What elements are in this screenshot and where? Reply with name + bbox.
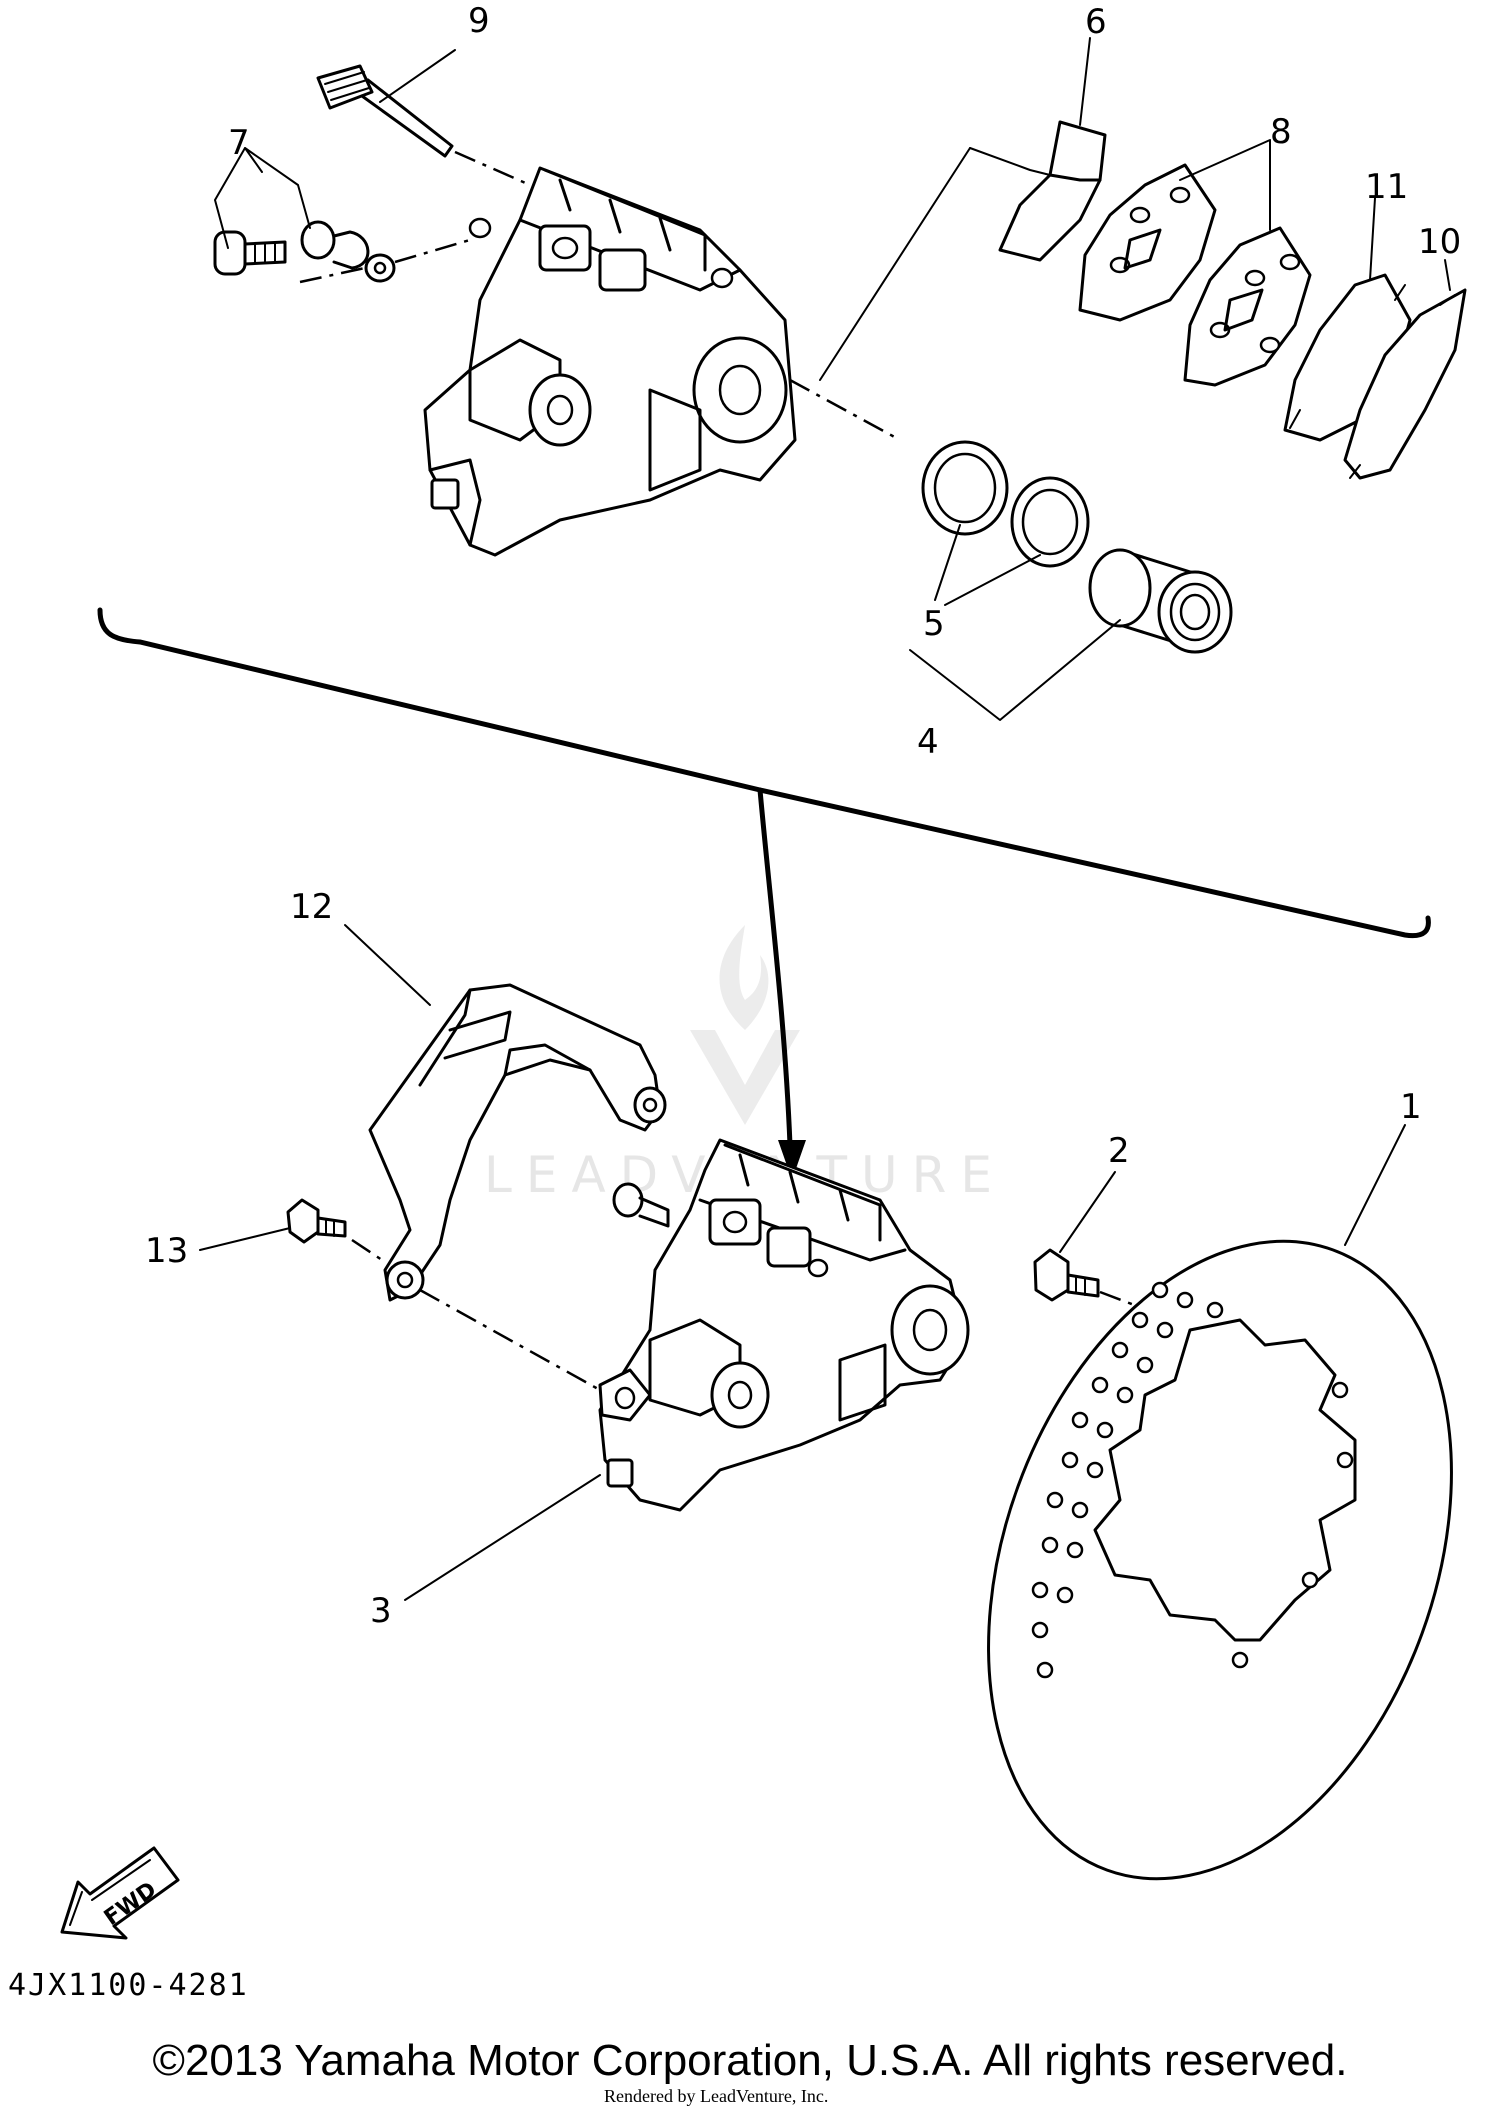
part-code: 4JX1100-4281 bbox=[8, 1968, 249, 2003]
callout-11: 11 bbox=[1365, 167, 1408, 207]
callout-8: 8 bbox=[1270, 112, 1292, 152]
piston bbox=[1088, 548, 1233, 654]
pad-shim-10 bbox=[1343, 288, 1467, 480]
upper-leader-lines bbox=[214, 37, 1451, 721]
forward-direction-arrow: FWD bbox=[60, 1846, 180, 1940]
watermark-flame-icon bbox=[719, 925, 769, 1030]
watermark-v-icon bbox=[690, 1030, 800, 1125]
callout-10: 10 bbox=[1418, 222, 1461, 262]
callout-5: 5 bbox=[923, 604, 945, 644]
copyright-notice: ©2013 Yamaha Motor Corporation, U.S.A. A… bbox=[152, 2036, 1348, 2085]
callout-4: 4 bbox=[917, 722, 939, 762]
bracket-bolt bbox=[286, 1198, 347, 1244]
disc-holes bbox=[1031, 1281, 1354, 1679]
rendered-by-note: Rendered by LeadVenture, Inc. bbox=[600, 2086, 833, 2107]
caliper-bracket bbox=[368, 983, 667, 1302]
callout-9: 9 bbox=[468, 1, 490, 41]
callout-labels: 1 2 3 4 5 6 7 8 9 10 11 12 13 bbox=[145, 1, 1461, 1631]
brake-pad-kit bbox=[1078, 163, 1312, 387]
callout-2: 2 bbox=[1108, 1131, 1130, 1171]
callout-3: 3 bbox=[370, 1591, 392, 1631]
pad-clip bbox=[998, 120, 1107, 262]
piston-seal-kit bbox=[921, 440, 1090, 568]
disc-bolt bbox=[1033, 1248, 1100, 1302]
callout-1: 1 bbox=[1400, 1087, 1422, 1127]
assembly-bracket bbox=[97, 607, 1431, 1180]
callout-12: 12 bbox=[290, 887, 333, 927]
callout-13: 13 bbox=[145, 1231, 188, 1271]
pad-shim-11 bbox=[1283, 273, 1412, 442]
pad-pin bbox=[316, 64, 454, 158]
lower-leader-lines bbox=[199, 924, 1406, 1601]
callout-6: 6 bbox=[1085, 2, 1107, 42]
brake-disc bbox=[987, 1239, 1453, 1881]
caliper-assembly bbox=[598, 1138, 970, 1512]
caliper-body-exploded bbox=[423, 166, 797, 557]
callout-7: 7 bbox=[228, 123, 250, 163]
bleed-screw-set bbox=[213, 220, 396, 283]
